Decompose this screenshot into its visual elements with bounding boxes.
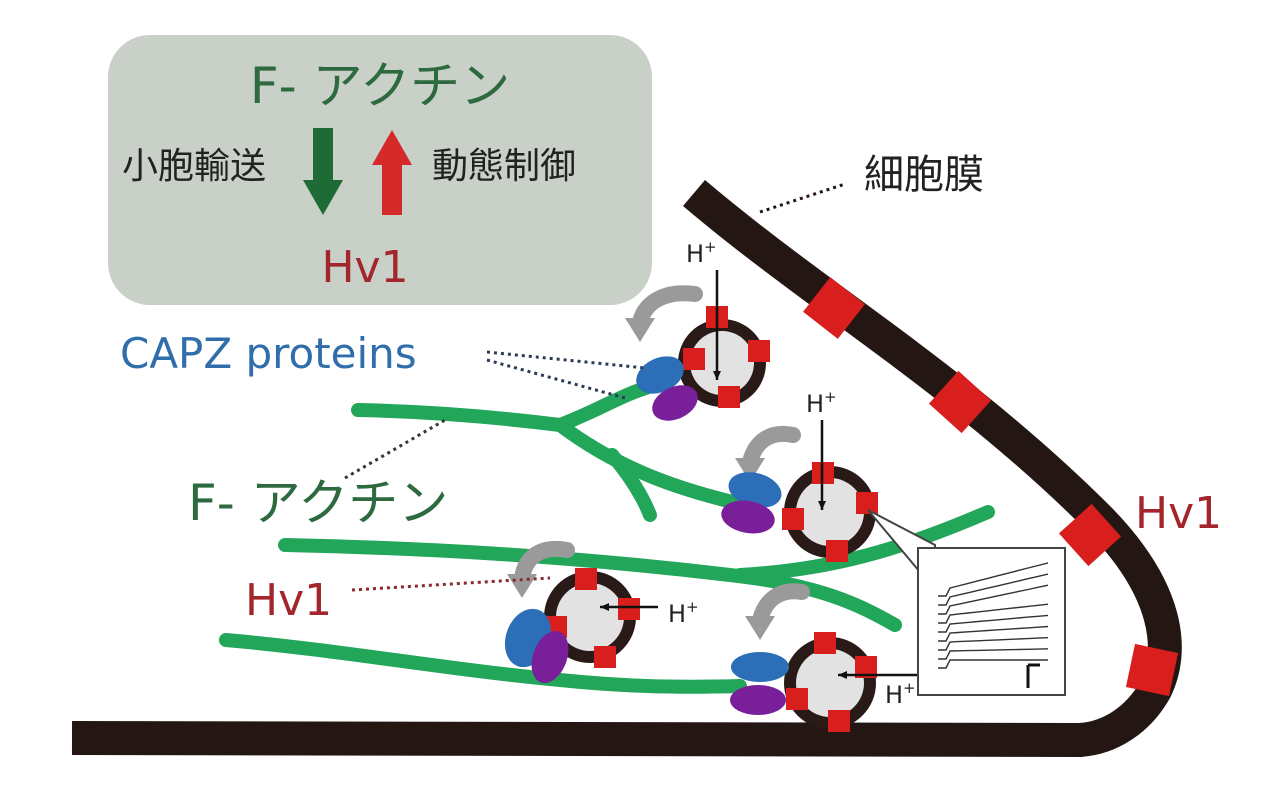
vesicle [784, 632, 877, 732]
curved-arrow-icon [742, 425, 801, 470]
actin-filament [351, 403, 567, 432]
capz-proteins [504, 356, 789, 715]
inset-frame [917, 547, 1066, 696]
capz-blue-subunit [728, 472, 782, 508]
legend-vesicle-transport-label: 小胞輸送 [122, 146, 266, 187]
current-trace [938, 562, 1049, 597]
current-trace [938, 614, 1049, 633]
leader-lines [344, 182, 846, 592]
current-trace [938, 573, 1049, 606]
current-trace [938, 603, 1049, 624]
current-trace-inset [867, 509, 1066, 696]
current-trace [938, 637, 1049, 651]
proton-labels: H+ H+ H+ H+ [668, 238, 916, 709]
legend-title: F- アクチン [250, 57, 510, 115]
current-trace [938, 659, 1048, 669]
vesicle-hv1-label: Hv1 [245, 575, 332, 626]
legend-hv1-label: Hv1 [321, 242, 408, 293]
curved-arrow-icon [632, 285, 703, 330]
legend-panel: F- アクチン 小胞輸送 動態制御 Hv1 [108, 35, 652, 305]
capz-purple-subunit [721, 500, 775, 534]
current-traces [938, 562, 1049, 669]
current-trace [938, 625, 1049, 642]
actin-filament [605, 448, 657, 522]
membrane-hv1-label: Hv1 [1135, 488, 1222, 539]
capz-purple-subunit [730, 685, 786, 715]
actin-filament [553, 418, 752, 512]
capz-purple-subunit [652, 385, 698, 421]
hv1-channel-icon [803, 277, 865, 339]
curved-arrow-icon [514, 540, 575, 586]
vesicle [544, 568, 640, 668]
hv1-channel-icon [1125, 643, 1179, 697]
actin-filament [733, 505, 995, 582]
gray-curved-arrows [514, 285, 810, 628]
proton-label: H+ [668, 598, 699, 628]
hv1-channel-icon [1058, 503, 1122, 567]
proton-label: H+ [806, 388, 837, 418]
current-trace [938, 584, 1049, 615]
capz-label: CAPZ proteins [120, 329, 417, 378]
capz-leader-line [486, 358, 626, 400]
capz-leader-line [486, 350, 646, 370]
arrow-down-icon [303, 128, 343, 215]
arrow-up-icon [372, 130, 412, 215]
factin-leader-line [344, 418, 446, 480]
membrane-label: 細胞膜 [864, 152, 984, 198]
capz-blue-subunit [636, 356, 684, 394]
vesicle [678, 306, 770, 408]
proton-label: H+ [885, 679, 916, 709]
curved-arrow-icon [752, 583, 810, 628]
proton-arrows [600, 270, 918, 679]
membrane-leader-line [759, 182, 846, 214]
proton-label: H+ [686, 238, 717, 268]
actin-filament [278, 538, 902, 632]
vesicle [782, 462, 878, 562]
capz-blue-subunit [731, 652, 789, 682]
legend-panel-bg [108, 35, 652, 305]
membrane-hv1-channels [803, 277, 1179, 697]
capz-purple-subunit [531, 630, 569, 684]
factin-label: F- アクチン [188, 474, 448, 532]
actin-filament [553, 378, 662, 432]
hv1-channel-icon [928, 370, 992, 434]
actin-filament [219, 633, 747, 694]
current-trace [938, 648, 1049, 660]
hv1-leader-line [351, 576, 551, 592]
legend-dynamics-label: 動態制御 [432, 146, 576, 187]
